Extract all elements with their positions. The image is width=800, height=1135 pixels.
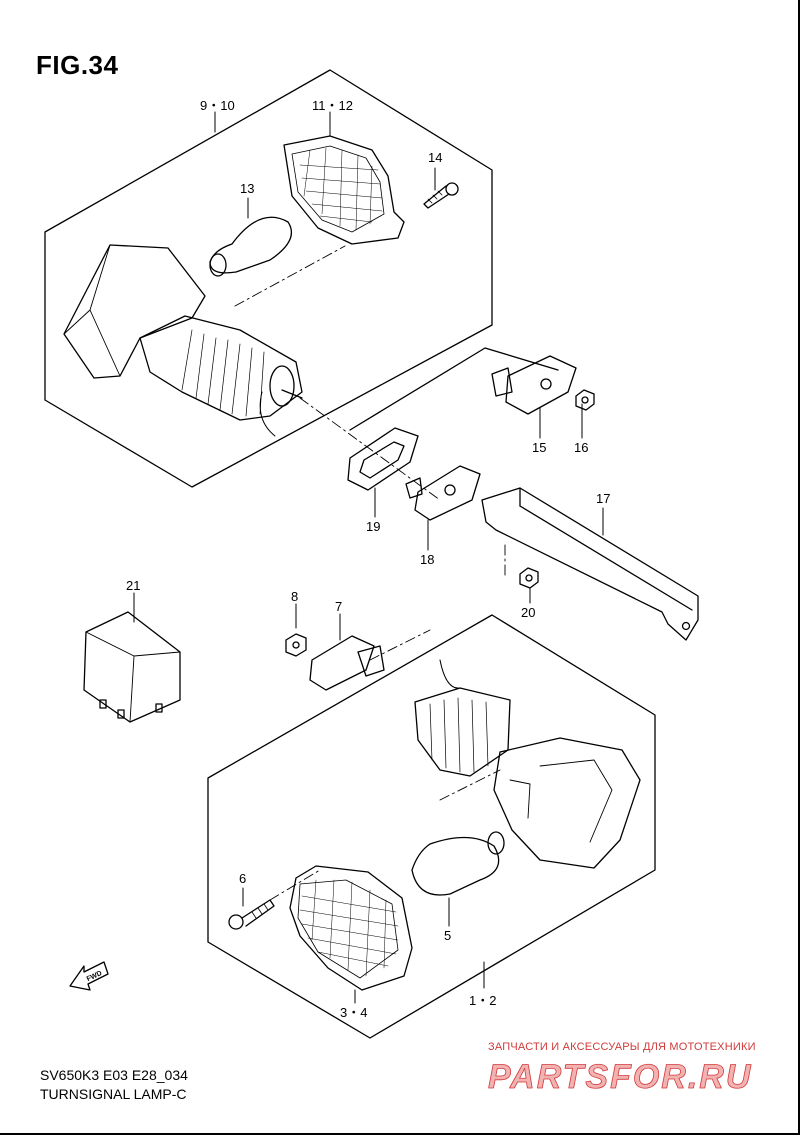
callout-15: 15 — [532, 440, 547, 455]
relay-21 — [83, 611, 181, 723]
figure-title: FIG.34 — [36, 50, 119, 80]
callout-1-2: 1・2 — [469, 993, 497, 1008]
screw-14 — [423, 182, 459, 209]
callout-17: 17 — [596, 491, 611, 506]
callout-20: 20 — [521, 605, 536, 620]
callout-11-12: 11・12 — [312, 98, 353, 113]
callout-14: 14 — [428, 150, 443, 165]
bulb-13 — [209, 216, 293, 277]
watermark-logo: PARTSFOR.RU — [488, 1058, 752, 1096]
lower-assembly-box — [207, 614, 656, 1039]
watermark-text: ЗАПЧАСТИ И АКСЕССУАРЫ ДЛЯ МОТОТЕХНИКИ — [488, 1041, 756, 1053]
grommet-19 — [347, 427, 419, 491]
lower-housing — [414, 659, 641, 869]
alignment-lines — [234, 245, 506, 901]
callout-3-4: 3・4 — [340, 1005, 368, 1020]
callout-16: 16 — [574, 440, 589, 455]
callout-6: 6 — [239, 871, 247, 886]
nut-20 — [519, 567, 539, 589]
callout-21: 21 — [126, 578, 141, 593]
bracket-17 — [481, 487, 699, 641]
callout-9-10: 9・10 — [200, 98, 235, 113]
fwd-arrow-icon — [69, 961, 109, 991]
nut-8 — [285, 633, 307, 657]
callout-19: 19 — [366, 519, 381, 534]
callout-5: 5 — [444, 928, 452, 943]
callout-18: 18 — [420, 552, 435, 567]
nut-16 — [575, 389, 595, 411]
upper-assembly-box — [44, 69, 493, 488]
screw-6 — [228, 899, 275, 930]
footer-model-code: SV650K3 E03 E28_034 — [40, 1067, 188, 1083]
footer-figure-name: TURNSIGNAL LAMP-C — [40, 1086, 187, 1102]
callout-7: 7 — [335, 599, 343, 614]
cushion-7 — [309, 635, 385, 691]
callout-13: 13 — [240, 181, 255, 196]
upper-lens — [283, 135, 405, 245]
leader-lines — [133, 111, 604, 1004]
upper-housing — [63, 244, 303, 437]
callout-8: 8 — [291, 589, 299, 604]
bulb-5 — [411, 831, 505, 896]
cushion-15 — [491, 355, 577, 415]
bracket-group-box — [349, 347, 559, 431]
lower-lens — [289, 865, 413, 991]
cushion-18 — [405, 465, 481, 521]
